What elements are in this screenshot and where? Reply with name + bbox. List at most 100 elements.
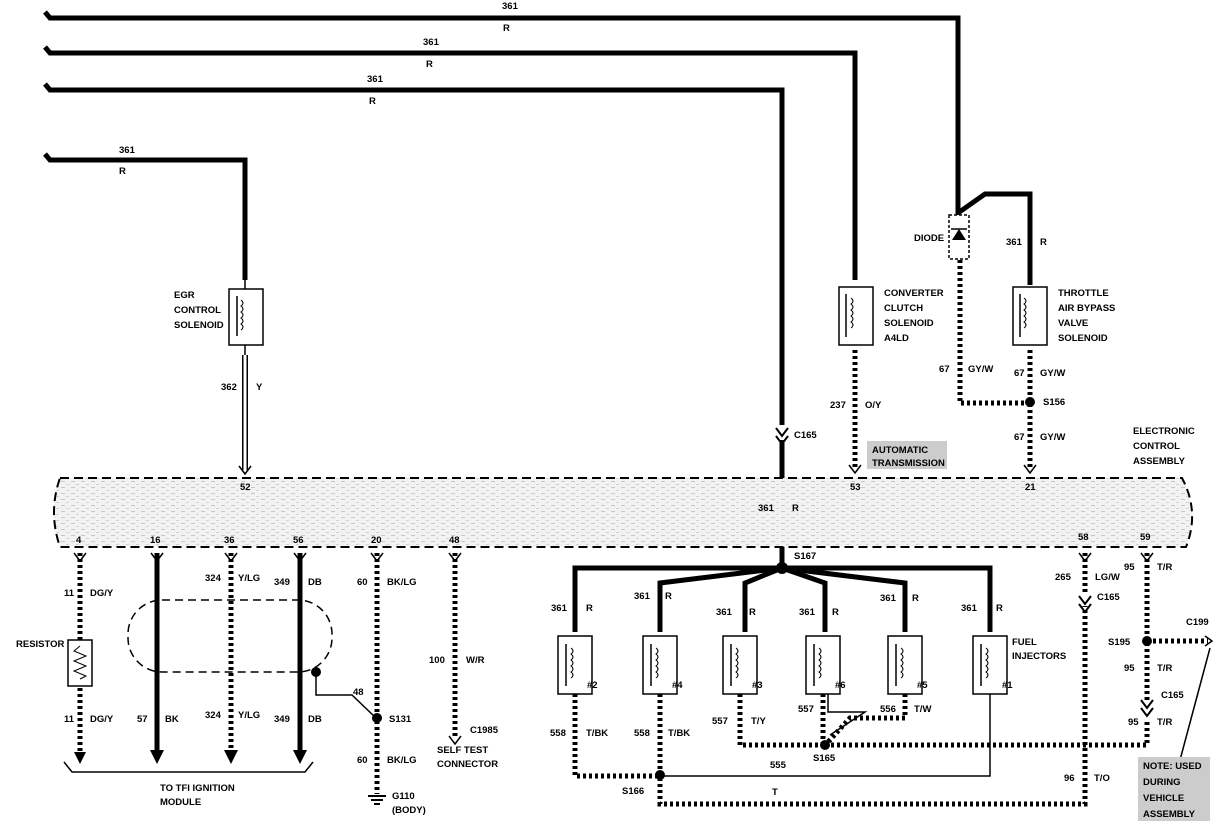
wire-p48-num: 100 [429, 655, 445, 666]
fuel-injector: #6 [805, 635, 846, 695]
pin-21: 21 [1025, 482, 1036, 493]
wire-p20b-color: BK/LG [387, 755, 417, 766]
splice-s195: S195 [1108, 637, 1131, 648]
wire-p56b-color: DB [308, 714, 322, 725]
wire-p56-num: 349 [274, 577, 290, 588]
ground-label-1: G110 [392, 791, 415, 802]
fuel-injector: #1 [972, 635, 1013, 695]
wire-center-color: R [792, 503, 799, 514]
wire-p58-num: 265 [1055, 572, 1072, 583]
wire-tab-num: 67 [1014, 368, 1025, 379]
tab-label-1: THROTTLE [1058, 288, 1109, 299]
wire-p20-num: 60 [357, 577, 368, 588]
converter-clutch-solenoid [838, 286, 874, 346]
diode-label: DIODE [914, 233, 944, 244]
egr-solenoid [228, 280, 264, 355]
wire-p36-color: Y/LG [238, 573, 260, 584]
auto-trans-1: AUTOMATIC [872, 445, 928, 456]
top-wires [43, 10, 961, 425]
wire-shield-num: 48 [353, 687, 364, 698]
connector-c165-right: C165 [1097, 592, 1120, 603]
wire-top3-color: R [369, 96, 376, 107]
wire-p59-color: T/R [1157, 562, 1172, 573]
ccs-label-3: SOLENOID [884, 318, 934, 329]
wire-top4-num: 361 [119, 145, 136, 156]
wire-ccs-num: 237 [830, 400, 846, 411]
note-2: DURING [1143, 777, 1180, 788]
wire-95b-color: T/R [1157, 663, 1172, 674]
injector-returns [572, 553, 1214, 807]
splice-s156: S156 [1043, 397, 1065, 408]
wire-p36-num: 324 [205, 573, 222, 584]
egr-label-3: SOLENOID [174, 320, 224, 331]
fuel-inj-1: FUEL [1012, 637, 1037, 648]
pin-59: 59 [1140, 532, 1151, 543]
pin-4: 4 [76, 535, 82, 546]
wire-inj6-num: 361 [799, 607, 816, 618]
wire-p56-color: DB [308, 577, 322, 588]
tfi-label-1: TO TFI IGNITION [160, 783, 235, 794]
ecu-label-3: ASSEMBLY [1133, 456, 1186, 467]
ccs-label-1: CONVERTER [884, 288, 944, 299]
splice-s131: S131 [389, 714, 412, 725]
injector-number: #5 [917, 680, 928, 691]
wire-p36b-num: 324 [205, 710, 222, 721]
ccs-label-2: CLUTCH [884, 303, 923, 314]
wire-inj6-color: R [832, 607, 839, 618]
wire-top2-color: R [426, 59, 433, 70]
wire-inj3-color: R [749, 607, 756, 618]
diode-component [948, 214, 970, 260]
lower-left-wires [63, 553, 462, 805]
wire-p36b-color: Y/LG [238, 710, 260, 721]
ccs-label-4: A4LD [884, 333, 909, 344]
connector-c199: C199 [1186, 617, 1209, 628]
wire-555: 555 [770, 760, 787, 771]
wire-p4-num: 11 [64, 588, 75, 599]
wire-top1-num: 361 [502, 1, 519, 12]
fuel-injector: #2 [557, 635, 598, 695]
connector-c165-top: C165 [794, 430, 817, 441]
wire-95c-color: T/R [1157, 717, 1172, 728]
wire-s156-color: GY/W [1040, 432, 1065, 443]
wire-diodeout-num: 67 [939, 364, 950, 375]
wire-p16-num: 57 [137, 714, 148, 725]
pin-52: 52 [240, 482, 251, 493]
wire-egr-color: Y [256, 382, 263, 393]
note-4: ASSEMBLY [1143, 809, 1196, 820]
wire-tab-color: GY/W [1040, 368, 1065, 379]
wire-p58-color: LG/W [1095, 572, 1120, 583]
ecu-body [53, 477, 1194, 548]
ecu-label-1: ELECTRONIC [1133, 426, 1195, 437]
wire-95c-num: 95 [1128, 717, 1139, 728]
wire-top3-num: 361 [367, 74, 384, 85]
injector-harness [572, 562, 993, 632]
wire-ccs-color: O/Y [865, 400, 882, 411]
tab-label-2: AIR BYPASS [1058, 303, 1115, 314]
tab-label-3: VALVE [1058, 318, 1088, 329]
splice-s167: S167 [794, 551, 816, 562]
wire-center-num: 361 [758, 503, 775, 514]
injector-number: #6 [835, 680, 846, 691]
wire-p20b-num: 60 [357, 755, 368, 766]
connector-c165-lower: C165 [1161, 690, 1184, 701]
egr-label-2: CONTROL [174, 305, 221, 316]
wire-p4-color: DG/Y [90, 588, 114, 599]
splice-s156-dot [1025, 397, 1035, 407]
resistor-label: RESISTOR [16, 639, 65, 650]
injector-number: #2 [587, 680, 598, 691]
wire-p59-num: 95 [1124, 562, 1135, 573]
wire-top4-color: R [119, 166, 126, 177]
wire-out4-color: T/BK [668, 728, 690, 739]
wire-s156-num: 67 [1014, 432, 1025, 443]
note-1: NOTE: USED [1143, 761, 1202, 772]
wire-egr-num: 362 [221, 382, 237, 393]
wire-96-color: T/O [1094, 773, 1110, 784]
wire-top2-num: 361 [423, 37, 440, 48]
wire-out5-color: T/W [914, 704, 931, 715]
pin-16: 16 [150, 535, 161, 546]
ground-label-2: (BODY) [392, 805, 426, 816]
fuel-injector: #4 [642, 635, 683, 695]
splice-s166: S166 [622, 786, 644, 797]
wire-out3-color: T/Y [751, 716, 766, 727]
